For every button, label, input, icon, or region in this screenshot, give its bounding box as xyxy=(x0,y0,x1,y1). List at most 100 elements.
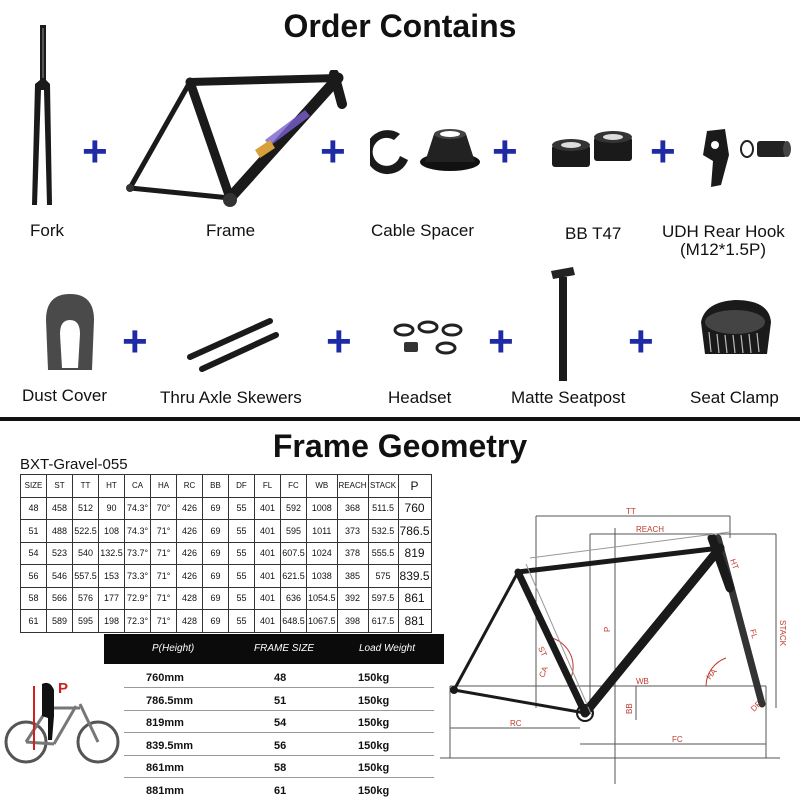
load-header-frame-size: FRAME SIZE xyxy=(254,643,315,654)
plus-icon: + xyxy=(488,317,514,366)
table-cell: 55 xyxy=(228,609,255,633)
table-cell: 71° xyxy=(150,519,177,543)
table-cell: 589 xyxy=(46,609,73,633)
table-cell: 1054.5 xyxy=(306,586,338,610)
geometry-title: Frame Geometry xyxy=(272,428,528,464)
table-header: TT xyxy=(72,474,99,498)
diagram-label-st: ST xyxy=(536,645,549,658)
load-table-cell: 150kg xyxy=(358,672,390,684)
table-cell: 760 xyxy=(397,496,432,520)
plus-icon: + xyxy=(326,317,352,366)
table-cell: 839.5 xyxy=(397,564,432,588)
table-cell: 56 xyxy=(20,564,47,588)
table-header: RC xyxy=(176,474,203,498)
plus-icon: + xyxy=(122,317,148,366)
table-cell: 428 xyxy=(176,586,203,610)
table-cell: 71° xyxy=(150,564,177,588)
table-cell: 108 xyxy=(98,519,125,543)
headset-icon xyxy=(393,320,463,355)
table-header: SIZE xyxy=(20,474,47,498)
fork-icon xyxy=(32,25,52,205)
table-header: FL xyxy=(254,474,281,498)
table-cell: 74.3° xyxy=(124,496,151,520)
diagram-label-stack: STACK xyxy=(778,620,787,647)
table-cell: 71° xyxy=(150,541,177,565)
table-cell: 597.5 xyxy=(367,586,399,610)
diagram-label-reach: REACH xyxy=(636,525,664,534)
plus-icon: + xyxy=(492,127,518,176)
load-table-cell: 150kg xyxy=(358,739,390,752)
diagram-label-bb: BB xyxy=(625,703,634,714)
part-label-bb-t47: BB T47 xyxy=(565,224,622,243)
table-header-row: SIZE ST TT HT CA HA RC BB DF FL FC WB RE… xyxy=(20,474,432,498)
table-cell: 71° xyxy=(150,609,177,633)
table-cell: 557.5 xyxy=(72,564,99,588)
diagram-label-ht: HT xyxy=(728,558,740,571)
table-cell: 70° xyxy=(150,496,177,520)
load-table-row: 760mm 48 150kg xyxy=(124,666,434,688)
thru-axle-icon xyxy=(187,318,279,372)
table-cell: 90 xyxy=(98,496,125,520)
table-cell: 1008 xyxy=(306,496,338,520)
table-cell: 522.5 xyxy=(72,519,99,543)
table-cell: 69 xyxy=(202,519,229,543)
table-cell: 55 xyxy=(228,496,255,520)
table-cell: 488 xyxy=(46,519,73,543)
order-title: Order Contains xyxy=(283,8,517,44)
diagram-label-tt: TT xyxy=(626,508,636,516)
table-cell: 55 xyxy=(228,564,255,588)
part-label-udh-rear-hook: UDH Rear Hook xyxy=(662,222,785,241)
load-table-cell: 48 xyxy=(274,672,287,684)
table-cell: 540 xyxy=(72,541,99,565)
table-header: DF xyxy=(228,474,255,498)
table-cell: 576 xyxy=(72,586,99,610)
table-cell: 881 xyxy=(397,609,432,633)
rider-p-label: P xyxy=(58,680,69,697)
table-cell: 648.5 xyxy=(280,609,307,633)
table-header: REACH xyxy=(336,474,369,498)
geometry-diagram: TT REACH HT FL STACK ST P CA WB HA BB DF… xyxy=(440,508,787,784)
table-cell: 71° xyxy=(150,586,177,610)
table-cell: 55 xyxy=(228,541,255,565)
table-cell: 555.5 xyxy=(367,541,399,565)
table-header: BB xyxy=(202,474,229,498)
load-table-cell: 150kg xyxy=(358,762,390,774)
load-header-load-weight: Load Weight xyxy=(359,643,415,654)
table-header: FC xyxy=(280,474,307,498)
table-cell: 401 xyxy=(254,541,281,565)
load-table-cell: 150kg xyxy=(358,717,390,729)
table-cell: 592 xyxy=(280,496,307,520)
table-cell: 72.3° xyxy=(124,609,151,633)
part-label-seat-clamp: Seat Clamp xyxy=(690,388,779,407)
part-label-fork: Fork xyxy=(30,221,64,240)
table-cell: 1011 xyxy=(306,519,338,543)
part-label-headset: Headset xyxy=(388,388,452,407)
load-table-cell: 61 xyxy=(274,784,287,797)
load-table-cell: 819mm xyxy=(146,717,184,729)
table-cell: 511.5 xyxy=(367,496,399,520)
diagram-label-wb: WB xyxy=(636,677,649,686)
frame-icon xyxy=(126,70,347,207)
table-cell: 546 xyxy=(46,564,73,588)
table-cell: 523 xyxy=(46,541,73,565)
table-cell: 69 xyxy=(202,586,229,610)
table-cell: 458 xyxy=(46,496,73,520)
table-cell: 401 xyxy=(254,496,281,520)
seatpost-icon xyxy=(551,267,575,381)
load-table-cell: 58 xyxy=(274,762,287,774)
seat-clamp-icon xyxy=(701,300,771,354)
table-cell: 512 xyxy=(72,496,99,520)
part-sublabel-udh-rear-hook: (M12*1.5P) xyxy=(680,240,766,259)
table-cell: 575 xyxy=(367,564,399,588)
load-header-height: P(Height) xyxy=(152,643,195,654)
load-table-cell: 760mm xyxy=(146,672,184,684)
table-cell: 819 xyxy=(397,541,432,565)
table-cell: 132.5 xyxy=(98,541,125,565)
table-cell: 51 xyxy=(20,519,47,543)
load-table-cell: 51 xyxy=(274,694,287,707)
